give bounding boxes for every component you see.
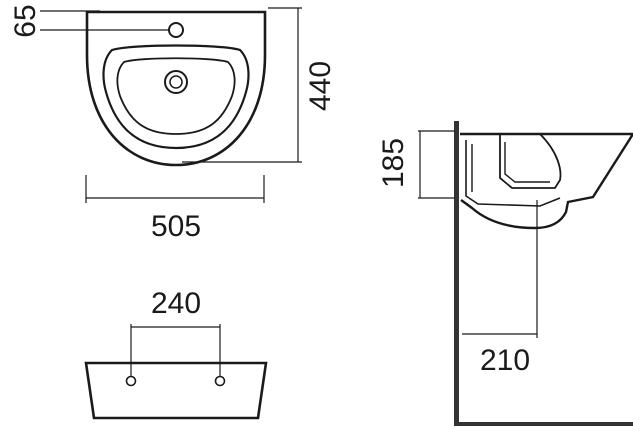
basin-front-view xyxy=(84,361,268,420)
dimension-label-bracket-spacing: 240 xyxy=(151,287,201,320)
dimension-waste-projection xyxy=(462,200,538,338)
bracket-hole-left xyxy=(125,375,137,387)
wall-section xyxy=(454,121,633,426)
dimension-label-tap-hole-offset: 65 xyxy=(9,4,42,37)
tap-hole xyxy=(168,22,184,38)
basin-side-view xyxy=(460,132,633,230)
drain-outer-ring xyxy=(164,70,188,94)
basin-outer-outline xyxy=(85,10,267,167)
dimension-label-basin-height: 185 xyxy=(377,138,410,188)
basin-side-inner-wall xyxy=(465,140,561,207)
basin-front-outline xyxy=(84,361,268,420)
dimension-basin-depth xyxy=(182,7,302,163)
basin-top-view xyxy=(85,10,267,167)
basin-side-outline xyxy=(460,132,633,230)
dimension-basin-height xyxy=(418,130,455,199)
dimension-label-basin-width: 505 xyxy=(151,210,201,243)
dimension-tap-hole-offset xyxy=(40,10,170,31)
basin-side-rim-detail xyxy=(504,142,550,183)
bracket-hole-right xyxy=(214,375,226,387)
wall-face xyxy=(454,121,459,426)
basin-bowl xyxy=(116,57,236,135)
dimension-basin-width xyxy=(85,175,265,203)
drain-inner-ring xyxy=(169,75,183,89)
dimension-bracket-spacing xyxy=(130,324,221,376)
dimension-label-waste-projection: 210 xyxy=(480,344,530,377)
basin-inner-rim xyxy=(102,44,250,150)
basin-side-bowl xyxy=(499,133,562,189)
dimension-label-basin-depth: 440 xyxy=(304,61,337,111)
